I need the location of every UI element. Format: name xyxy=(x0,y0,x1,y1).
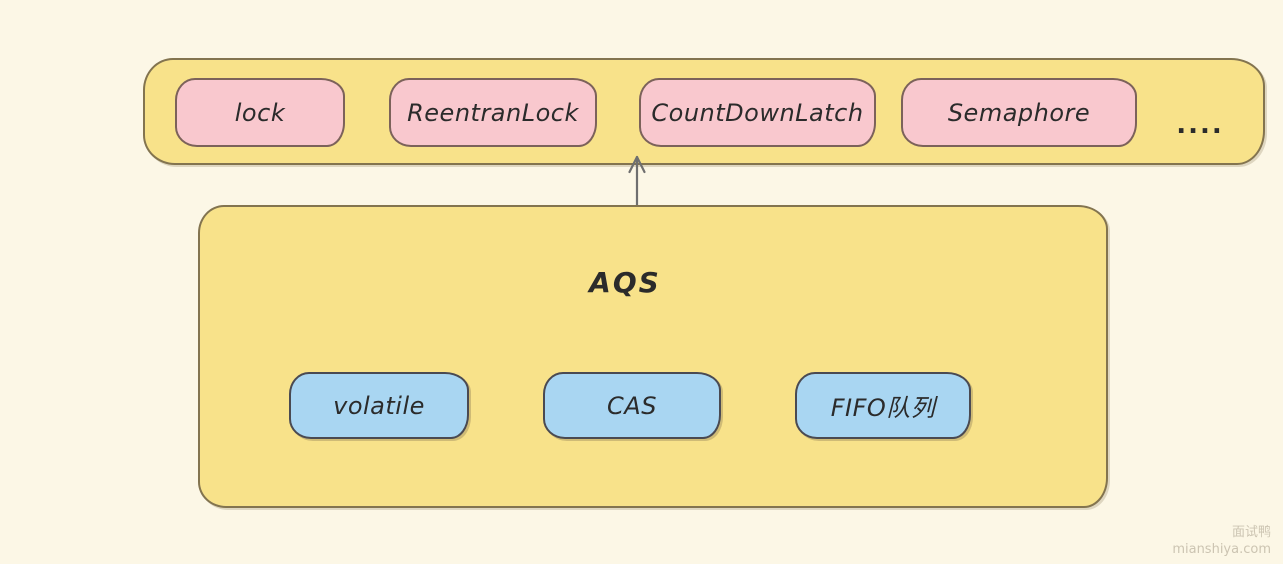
aqs-container xyxy=(198,205,1108,508)
node-reentranlock: ReentranLock xyxy=(389,78,597,147)
watermark-brand: 面试鸭 xyxy=(1231,524,1271,540)
watermark: 面试鸭 mianshiya.com xyxy=(1172,524,1271,559)
node-cas-label: CAS xyxy=(607,391,657,420)
node-lock: lock xyxy=(175,78,345,147)
node-countdownlatch-label: CountDownLatch xyxy=(651,98,864,127)
node-lock-label: lock xyxy=(234,98,286,127)
node-fifo-queue: FIFO队列 xyxy=(795,372,971,439)
node-cas: CAS xyxy=(543,372,721,439)
arrow-up-icon xyxy=(628,155,646,207)
node-volatile: volatile xyxy=(289,372,469,439)
node-reentranlock-label: ReentranLock xyxy=(407,98,579,127)
node-volatile-label: volatile xyxy=(333,391,425,420)
node-semaphore: Semaphore xyxy=(901,78,1137,147)
ellipsis-text: .... xyxy=(1176,110,1224,140)
node-semaphore-label: Semaphore xyxy=(947,98,1091,127)
node-fifo-queue-label: FIFO队列 xyxy=(830,394,936,422)
aqs-title: AQS xyxy=(589,266,661,299)
node-countdownlatch: CountDownLatch xyxy=(639,78,876,147)
watermark-url: mianshiya.com xyxy=(1172,542,1271,558)
